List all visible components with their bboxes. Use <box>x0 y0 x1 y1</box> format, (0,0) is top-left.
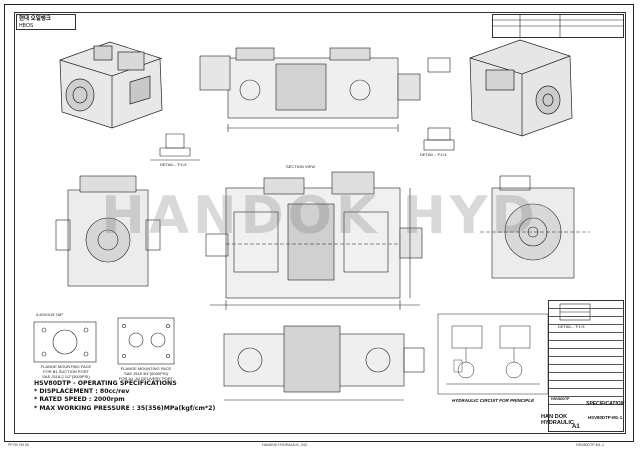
spec-title: SPECIFICATION <box>586 401 625 407</box>
company-name-2: HYDRAULIC <box>541 420 574 426</box>
pump-side-view-top <box>199 47 451 132</box>
sheet-size: A1 <box>572 424 580 430</box>
caption-flange-suction-2: FOR B1 SUCTION PORT <box>43 369 89 374</box>
hydraulic-circuit <box>437 313 549 395</box>
caption-flange-suction-3: SAE J518-2 1/2"(3000PSI) <box>42 374 90 379</box>
specs-max-pressure: * MAX WORKING PRESSURE : 35(356)MPa(kgf/… <box>34 404 216 412</box>
detail-flange-small <box>150 133 200 161</box>
title-block-part: HSV80DTP <box>549 397 623 405</box>
caption-flange-delivery-2: SAE J518 3/4"(6000PSI) <box>124 371 168 376</box>
watermark: HANDOK HYD <box>101 186 539 246</box>
flange-face-delivery <box>117 317 175 365</box>
caption-flange-suction-1: FLANGE MOUNTING FACE <box>40 364 92 369</box>
flange-face-suction <box>33 321 97 363</box>
company-name: HAN DOK HYDRAULIC <box>541 414 574 426</box>
caption-flange-suction: FLANGE MOUNTING FACE FOR B1 SUCTION PORT… <box>30 364 102 379</box>
pump-top-view-bottom <box>223 325 425 401</box>
drawing-number: HSV80DTP-M1-1 <box>588 415 623 420</box>
specs-title: HSV80DTP - OPERATING SPECIFICATIONS <box>34 380 177 387</box>
title-block: HSV80DTP <box>548 300 624 432</box>
pump-main-view <box>205 171 423 310</box>
caption-detail-c: DETAIL - 'F1'/4 <box>558 324 585 329</box>
caption-section-view: SECTION VIEW <box>286 164 316 169</box>
detail-right-small <box>559 303 591 321</box>
circuit-title: HYDRAULIC CIRCUIT FOR PRINCIPLE <box>452 398 534 403</box>
pump-isometric-left <box>59 41 163 129</box>
pump-isometric-right <box>469 39 573 137</box>
specs-rated-speed: * RATED SPEED : 2000rpm <box>34 396 125 404</box>
outer-frame <box>4 4 634 442</box>
operating-specifications: HSV80DTP - OPERATING SPECIFICATIONS * DI… <box>34 380 234 413</box>
inner-frame <box>14 12 626 434</box>
caption-detail-b: DETAIL - 'F1'/4 <box>420 152 447 157</box>
caption-flange-delivery-1: FLANGE MOUNTING FACE <box>120 366 172 371</box>
header-logo-sub: HBOS <box>19 23 34 29</box>
header-logo-box: 현대 오일뱅크 HBOS <box>16 14 76 30</box>
specs-displacement: * DISPLACEMENT : 80cc/rev <box>34 388 130 396</box>
caption-tap-note: 4-M10X15 TAP <box>36 312 63 317</box>
header-logo-text: 현대 오일뱅크 <box>19 16 51 22</box>
detail-cap-small <box>423 127 455 151</box>
footer-right: HSV80DTP-M1-1 <box>576 443 604 447</box>
company-name-1: HAN DOK <box>541 414 568 420</box>
caption-flange-delivery-3: FOR A1, A2 DELIVERY PORT <box>118 376 174 381</box>
caption-flange-delivery: FLANGE MOUNTING FACE SAE J518 3/4"(6000P… <box>110 366 182 381</box>
pump-front-view-left <box>55 175 161 287</box>
pump-end-view-right <box>480 175 590 279</box>
footer-left: FP 05 YM 00 <box>8 443 29 447</box>
caption-detail-a: DETAIL - 'F1'/4 <box>160 162 187 167</box>
footer-center: HANDOK HYDRAULIC, INC. <box>262 443 309 447</box>
